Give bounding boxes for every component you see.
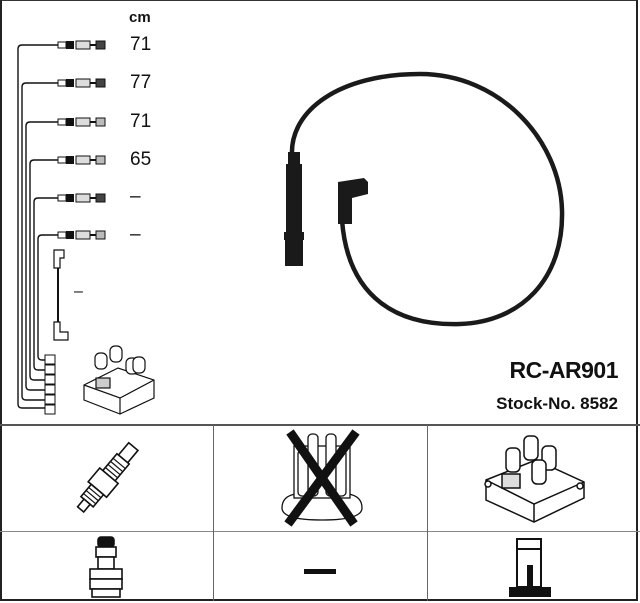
- not-applicable-cross-icon: [284, 429, 360, 527]
- lead-length-6: –: [130, 224, 141, 245]
- wiring-schematic: [17, 40, 155, 415]
- stock-number: Stock-No. 8582: [496, 394, 618, 413]
- lead-length-2: 77: [130, 72, 152, 93]
- lead-length-1: 71: [130, 34, 152, 55]
- grid-divider-col1: [213, 425, 214, 601]
- ignition-coil-icon: [484, 435, 585, 523]
- plug-connector-icon: [89, 536, 123, 598]
- coil-pack-small-icon: [83, 345, 155, 415]
- angled-boot: [338, 178, 368, 224]
- grid-divider-col2: [427, 425, 428, 601]
- ignition-cable-image: [284, 71, 565, 327]
- coil-connector-icon: [509, 538, 551, 597]
- spark-plug-icon: [76, 441, 140, 514]
- grid-divider-top: [0, 424, 640, 426]
- lead-length-3: 71: [130, 111, 152, 132]
- terminal-connectors: [57, 40, 106, 240]
- lead-length-5: –: [130, 186, 141, 207]
- distributor-cap-icon: [281, 429, 363, 527]
- not-specified-dash: [304, 569, 336, 574]
- unit-label: cm: [129, 9, 151, 26]
- part-number: RC-AR901: [509, 357, 619, 383]
- grid-divider-middle: [0, 531, 640, 532]
- coil-lead-length: –: [74, 283, 83, 300]
- coil-lead: [53, 249, 69, 341]
- spark-plug-boot: [284, 152, 304, 266]
- lead-length-4: 65: [130, 149, 152, 170]
